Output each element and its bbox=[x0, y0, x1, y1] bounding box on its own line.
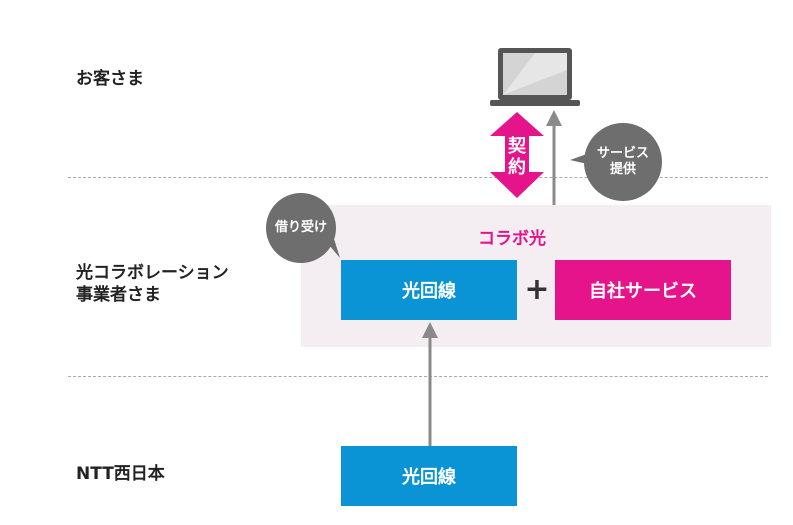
contract-label: 契 約 bbox=[505, 136, 529, 178]
service-bubble-line2: 提供 bbox=[609, 162, 636, 177]
arrow-ntt-to-collab bbox=[422, 322, 438, 446]
laptop-icon bbox=[490, 48, 580, 106]
plus-sign: + bbox=[524, 272, 550, 307]
collab-title: コラボ光 bbox=[478, 229, 546, 249]
row-label-customer: お客さま bbox=[76, 69, 144, 89]
collab-fiber-box: 光回線 bbox=[341, 260, 517, 320]
row-label-operator-line1: 光コラボレーション bbox=[76, 263, 229, 283]
divider-top bbox=[68, 177, 768, 178]
contract-label-line2: 約 bbox=[508, 157, 526, 178]
service-bubble: サービス 提供 bbox=[584, 123, 662, 201]
lease-bubble: 借り受け bbox=[266, 193, 336, 263]
lease-bubble-text: 借り受け bbox=[274, 220, 327, 235]
row-label-operator-line2: 事業者さま bbox=[76, 285, 161, 305]
contract-double-arrow bbox=[490, 112, 544, 198]
contract-label-line1: 契 bbox=[508, 136, 526, 157]
divider-bottom bbox=[68, 376, 768, 377]
arrow-service-to-customer bbox=[546, 110, 562, 205]
service-bubble-line1: サービス bbox=[596, 146, 649, 161]
row-label-ntt: NTT西日本 bbox=[76, 464, 165, 484]
own-service-box: 自社サービス bbox=[555, 260, 731, 320]
ntt-fiber-box: 光回線 bbox=[341, 446, 517, 506]
